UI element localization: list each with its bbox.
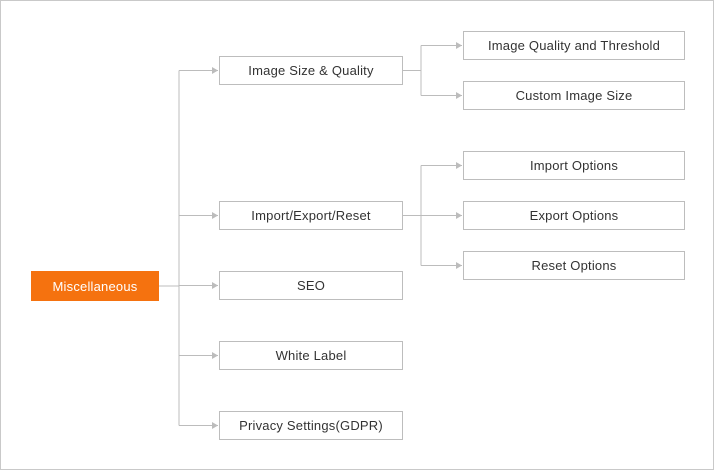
connector-arrow [212,67,218,74]
connector-arrow [456,162,462,169]
connector-arrow [456,212,462,219]
connector-arrow [456,92,462,99]
node-miscellaneous: Miscellaneous [31,271,159,301]
connector-arrow [212,212,218,219]
connector-arrow [456,42,462,49]
node-export-options: Export Options [463,201,685,230]
connector-arrow [212,422,218,429]
node-import-export-reset: Import/Export/Reset [219,201,403,230]
node-import-options: Import Options [463,151,685,180]
node-white-label: White Label [219,341,403,370]
node-custom-image-size: Custom Image Size [463,81,685,110]
connector-arrow [212,352,218,359]
node-image-quality-threshold: Image Quality and Threshold [463,31,685,60]
node-reset-options: Reset Options [463,251,685,280]
connector-arrow [456,262,462,269]
node-privacy-settings: Privacy Settings(GDPR) [219,411,403,440]
node-image-size-quality: Image Size & Quality [219,56,403,85]
node-seo: SEO [219,271,403,300]
connector-arrow [212,282,218,289]
